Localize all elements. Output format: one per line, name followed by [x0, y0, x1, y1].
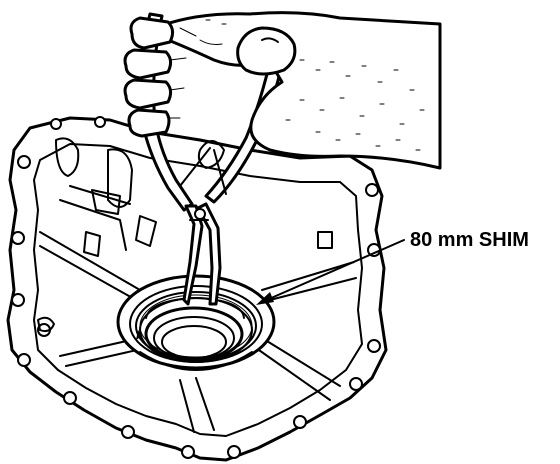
housing-cast-details — [37, 137, 333, 333]
leader-line — [261, 239, 405, 303]
leader-arrowhead — [256, 292, 274, 305]
transmission-housing — [6, 116, 388, 462]
bearing-bore — [116, 274, 276, 371]
shim-callout-label: 80 mm SHIM — [410, 229, 529, 251]
hand-shading — [205, 19, 425, 151]
shim-ring — [135, 291, 257, 361]
shim-callout: 80 mm SHIM — [256, 229, 529, 305]
hand — [123, 11, 442, 170]
